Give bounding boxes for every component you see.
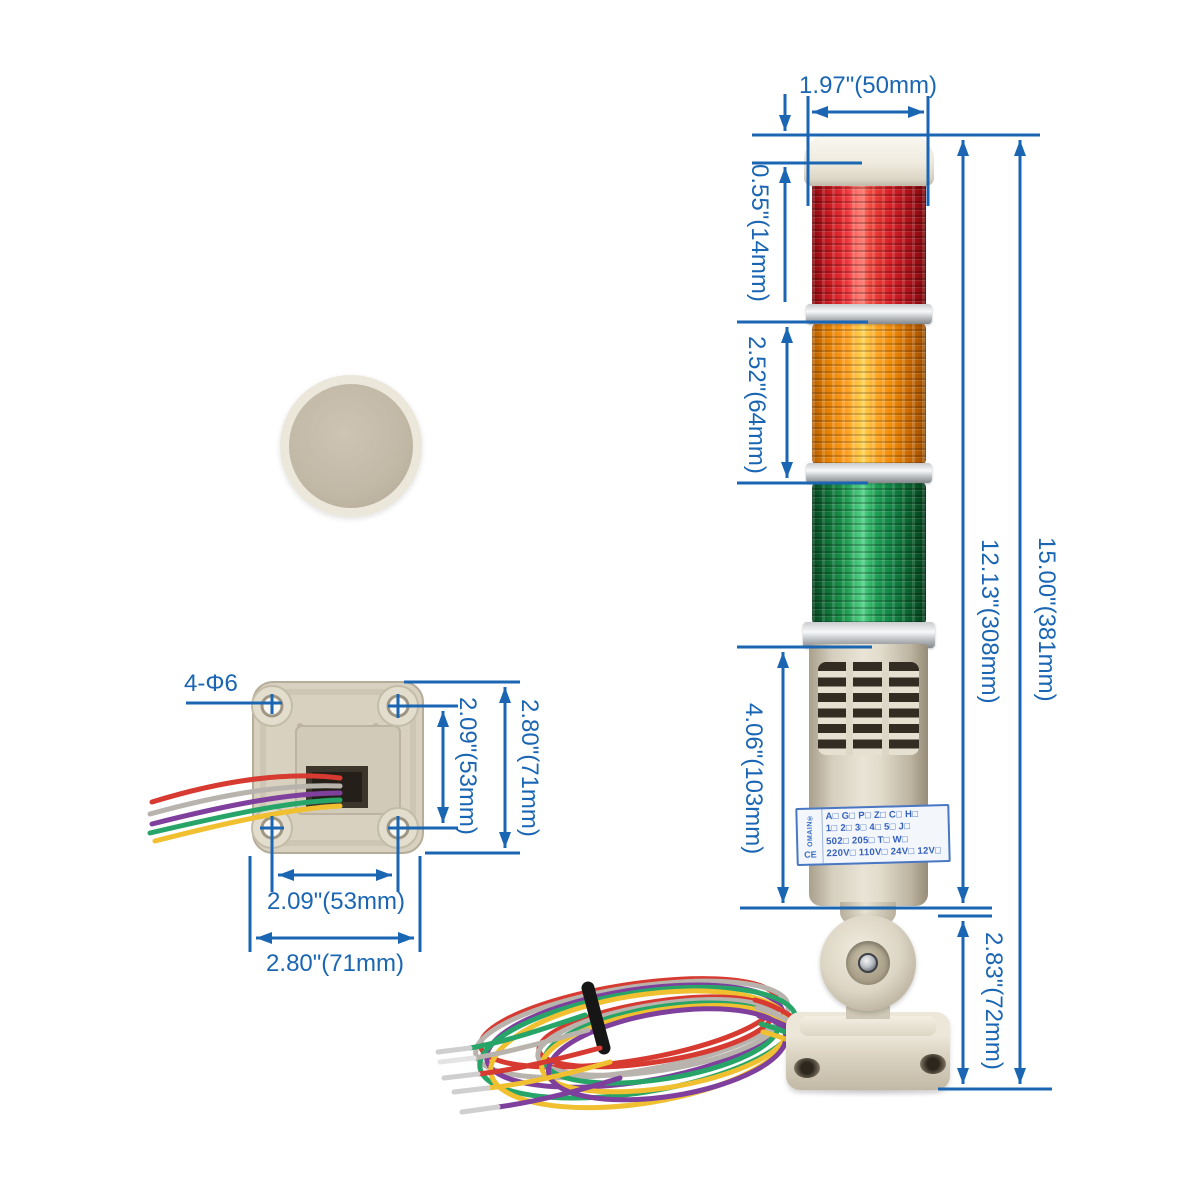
dim-cap-height: 0.55"(14mm) [746,163,773,302]
plate-wires [147,773,343,844]
cable-tie [581,981,611,1055]
mounting-base-ledge [800,1016,936,1036]
green-lens-segment [812,481,926,626]
red-lens-segment [812,180,926,310]
dim-overall-height: 15.00"(381mm) [1033,536,1060,702]
spec-row-4: 220V□ 110V□ 24V□ 12V□ [826,845,942,860]
dim-top-width: 1.97"(50mm) [799,72,937,99]
silver-ring-top [806,304,932,324]
tower-cap [804,134,934,186]
base-screw-hole-left [794,1058,820,1078]
mounting-plate-drawing [147,681,424,854]
orange-lens-segment [812,322,926,466]
dim-plate-width: 2.80"(71mm) [266,950,404,977]
plate-corner-holes [251,685,419,849]
dim-hole-spacing-horizontal: 2.09"(53mm) [267,888,405,915]
dim-hole-spacing-vertical: 2.09"(53mm) [454,697,481,835]
dim-plate-height: 2.80"(71mm) [516,699,543,837]
cap-disc-top-view [280,375,422,517]
dim-tower-height: 12.13"(308mm) [976,538,1003,704]
brand-column: OMAIN® CE [797,809,824,864]
dim-lens-section-height: 2.52"(64mm) [743,335,770,474]
spec-rows: A□ G□ P□ Z□ C□ H□ 1□ 2□ 3□ 4□ 5□ J□ 502□… [822,806,948,863]
speaker-grille [818,662,919,755]
dim-mount-holes: 4-Φ6 [184,670,238,697]
base-screw-hole-right [920,1054,946,1074]
dim-bracket-height: 2.83"(72mm) [980,932,1007,1070]
dim-buzzer-body-height: 4.06"(103mm) [740,703,767,855]
silver-ring-bottom [803,622,935,648]
pivot-screw [858,953,878,973]
product-spec-label: OMAIN® CE A□ G□ P□ Z□ C□ H□ 1□ 2□ 3□ 4□ … [795,803,951,867]
wire-bundle [435,976,823,1115]
ce-mark: CE [804,849,817,860]
brand-text: OMAIN® [805,813,814,848]
silver-ring-middle [806,463,932,483]
